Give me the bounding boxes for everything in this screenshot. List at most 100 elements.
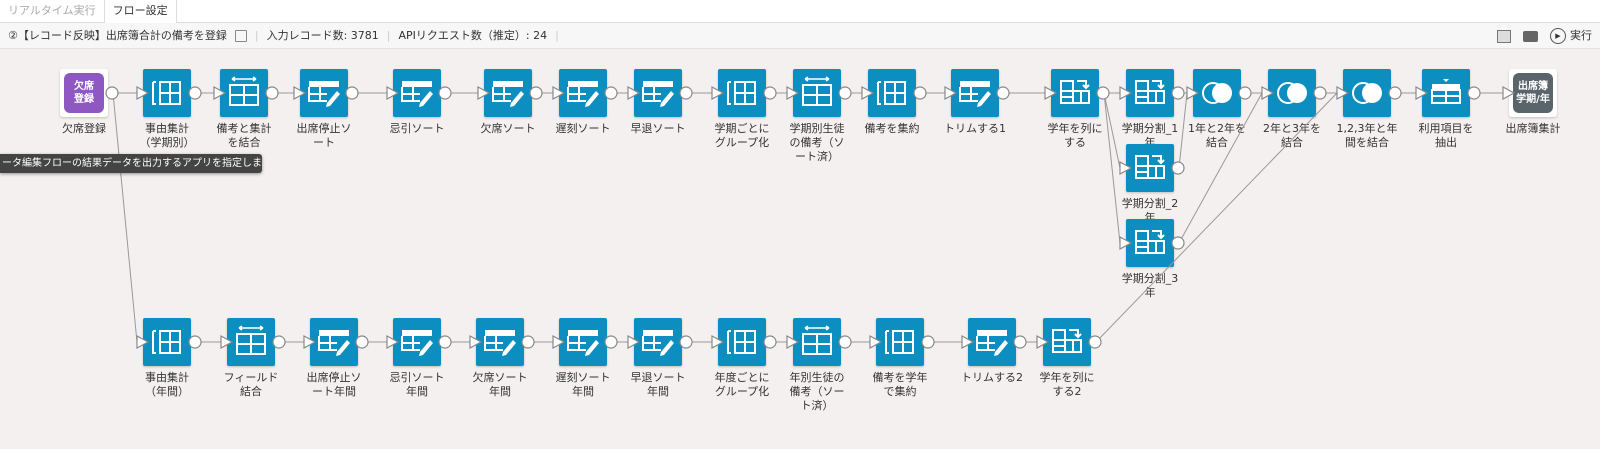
output-port[interactable]	[763, 86, 777, 100]
output-port[interactable]	[921, 335, 935, 349]
flow-node-merge[interactable]	[1268, 69, 1316, 117]
output-port[interactable]	[679, 86, 693, 100]
output-port[interactable]	[188, 335, 202, 349]
run-button[interactable]: 実行	[1570, 29, 1592, 42]
flow-node-pivot[interactable]	[1126, 144, 1174, 192]
play-icon[interactable]: ▶	[1550, 28, 1566, 44]
output-port[interactable]	[604, 335, 618, 349]
flow-node-sort[interactable]	[968, 318, 1016, 366]
flow-node-group[interactable]	[718, 69, 766, 117]
input-port[interactable]	[469, 334, 483, 350]
flow-node-group[interactable]	[868, 69, 916, 117]
input-port[interactable]	[627, 85, 641, 101]
output-port[interactable]	[1171, 236, 1185, 250]
input-port[interactable]	[711, 85, 725, 101]
input-port[interactable]	[1119, 160, 1133, 176]
output-port[interactable]	[996, 86, 1010, 100]
output-port[interactable]	[1171, 86, 1185, 100]
input-port[interactable]	[136, 85, 150, 101]
output-port[interactable]	[1088, 335, 1102, 349]
flow-node-sort[interactable]	[393, 318, 441, 366]
flow-node-group[interactable]	[718, 318, 766, 366]
output-port[interactable]	[1238, 86, 1252, 100]
input-port[interactable]	[1415, 85, 1429, 101]
output-port[interactable]	[438, 335, 452, 349]
flow-node-app-out[interactable]: 出席簿学期/年	[1509, 69, 1557, 117]
input-port[interactable]	[786, 85, 800, 101]
input-port[interactable]	[1044, 85, 1058, 101]
input-port[interactable]	[786, 334, 800, 350]
input-port[interactable]	[1036, 334, 1050, 350]
flow-node-group[interactable]	[143, 69, 191, 117]
output-port[interactable]	[355, 335, 369, 349]
input-port[interactable]	[961, 334, 975, 350]
flow-node-group[interactable]	[143, 318, 191, 366]
flow-node-sort[interactable]	[559, 318, 607, 366]
input-port[interactable]	[861, 85, 875, 101]
flow-node-app-in[interactable]: 欠席登録	[60, 69, 108, 117]
output-port[interactable]	[188, 86, 202, 100]
output-port[interactable]	[105, 86, 119, 100]
output-port[interactable]	[265, 86, 279, 100]
input-port[interactable]	[1186, 85, 1200, 101]
input-port[interactable]	[552, 85, 566, 101]
run-control[interactable]: ▶ 実行	[1550, 23, 1592, 49]
input-port[interactable]	[552, 334, 566, 350]
input-port[interactable]	[944, 85, 958, 101]
flow-node-merge[interactable]	[1343, 69, 1391, 117]
flow-node-pivot[interactable]	[1051, 69, 1099, 117]
flow-node-pivot[interactable]	[1126, 69, 1174, 117]
input-port[interactable]	[1336, 85, 1350, 101]
output-port[interactable]	[679, 335, 693, 349]
input-port[interactable]	[1261, 85, 1275, 101]
flow-node-join[interactable]	[793, 318, 841, 366]
output-port[interactable]	[604, 86, 618, 100]
output-port[interactable]	[913, 86, 927, 100]
flow-node-extract[interactable]	[1422, 69, 1470, 117]
flow-node-sort[interactable]	[559, 69, 607, 117]
input-port[interactable]	[386, 334, 400, 350]
output-port[interactable]	[1467, 86, 1481, 100]
output-port[interactable]	[272, 335, 286, 349]
output-port[interactable]	[1313, 86, 1327, 100]
input-port[interactable]	[136, 334, 150, 350]
input-port[interactable]	[869, 334, 883, 350]
output-port[interactable]	[521, 335, 535, 349]
tab-flow-settings[interactable]: フロー設定	[103, 0, 177, 24]
flow-node-join[interactable]	[793, 69, 841, 117]
input-port[interactable]	[386, 85, 400, 101]
output-port[interactable]	[438, 86, 452, 100]
output-port[interactable]	[1388, 86, 1402, 100]
flow-node-sort[interactable]	[634, 318, 682, 366]
flow-node-join[interactable]	[220, 69, 268, 117]
output-port[interactable]	[1013, 335, 1027, 349]
output-port[interactable]	[838, 335, 852, 349]
input-port[interactable]	[293, 85, 307, 101]
input-port[interactable]	[213, 85, 227, 101]
flow-node-sort[interactable]	[476, 318, 524, 366]
flow-node-pivot[interactable]	[1043, 318, 1091, 366]
layout-icon[interactable]	[1497, 29, 1511, 43]
input-port[interactable]	[1502, 85, 1516, 101]
flow-node-sort[interactable]	[393, 69, 441, 117]
output-port[interactable]	[838, 86, 852, 100]
comment-icon[interactable]	[1523, 30, 1538, 42]
flow-node-sort[interactable]	[300, 69, 348, 117]
flow-node-sort[interactable]	[634, 69, 682, 117]
output-port[interactable]	[345, 86, 359, 100]
flow-node-sort[interactable]	[310, 318, 358, 366]
edit-icon[interactable]	[234, 30, 247, 42]
flow-node-pivot[interactable]	[1126, 219, 1174, 267]
output-port[interactable]	[529, 86, 543, 100]
flow-node-group[interactable]	[876, 318, 924, 366]
input-port[interactable]	[711, 334, 725, 350]
input-port[interactable]	[627, 334, 641, 350]
flow-node-merge[interactable]	[1193, 69, 1241, 117]
input-port[interactable]	[1119, 85, 1133, 101]
input-port[interactable]	[303, 334, 317, 350]
output-port[interactable]	[1096, 86, 1110, 100]
output-port[interactable]	[763, 335, 777, 349]
input-port[interactable]	[220, 334, 234, 350]
flow-node-sort[interactable]	[484, 69, 532, 117]
input-port[interactable]	[477, 85, 491, 101]
